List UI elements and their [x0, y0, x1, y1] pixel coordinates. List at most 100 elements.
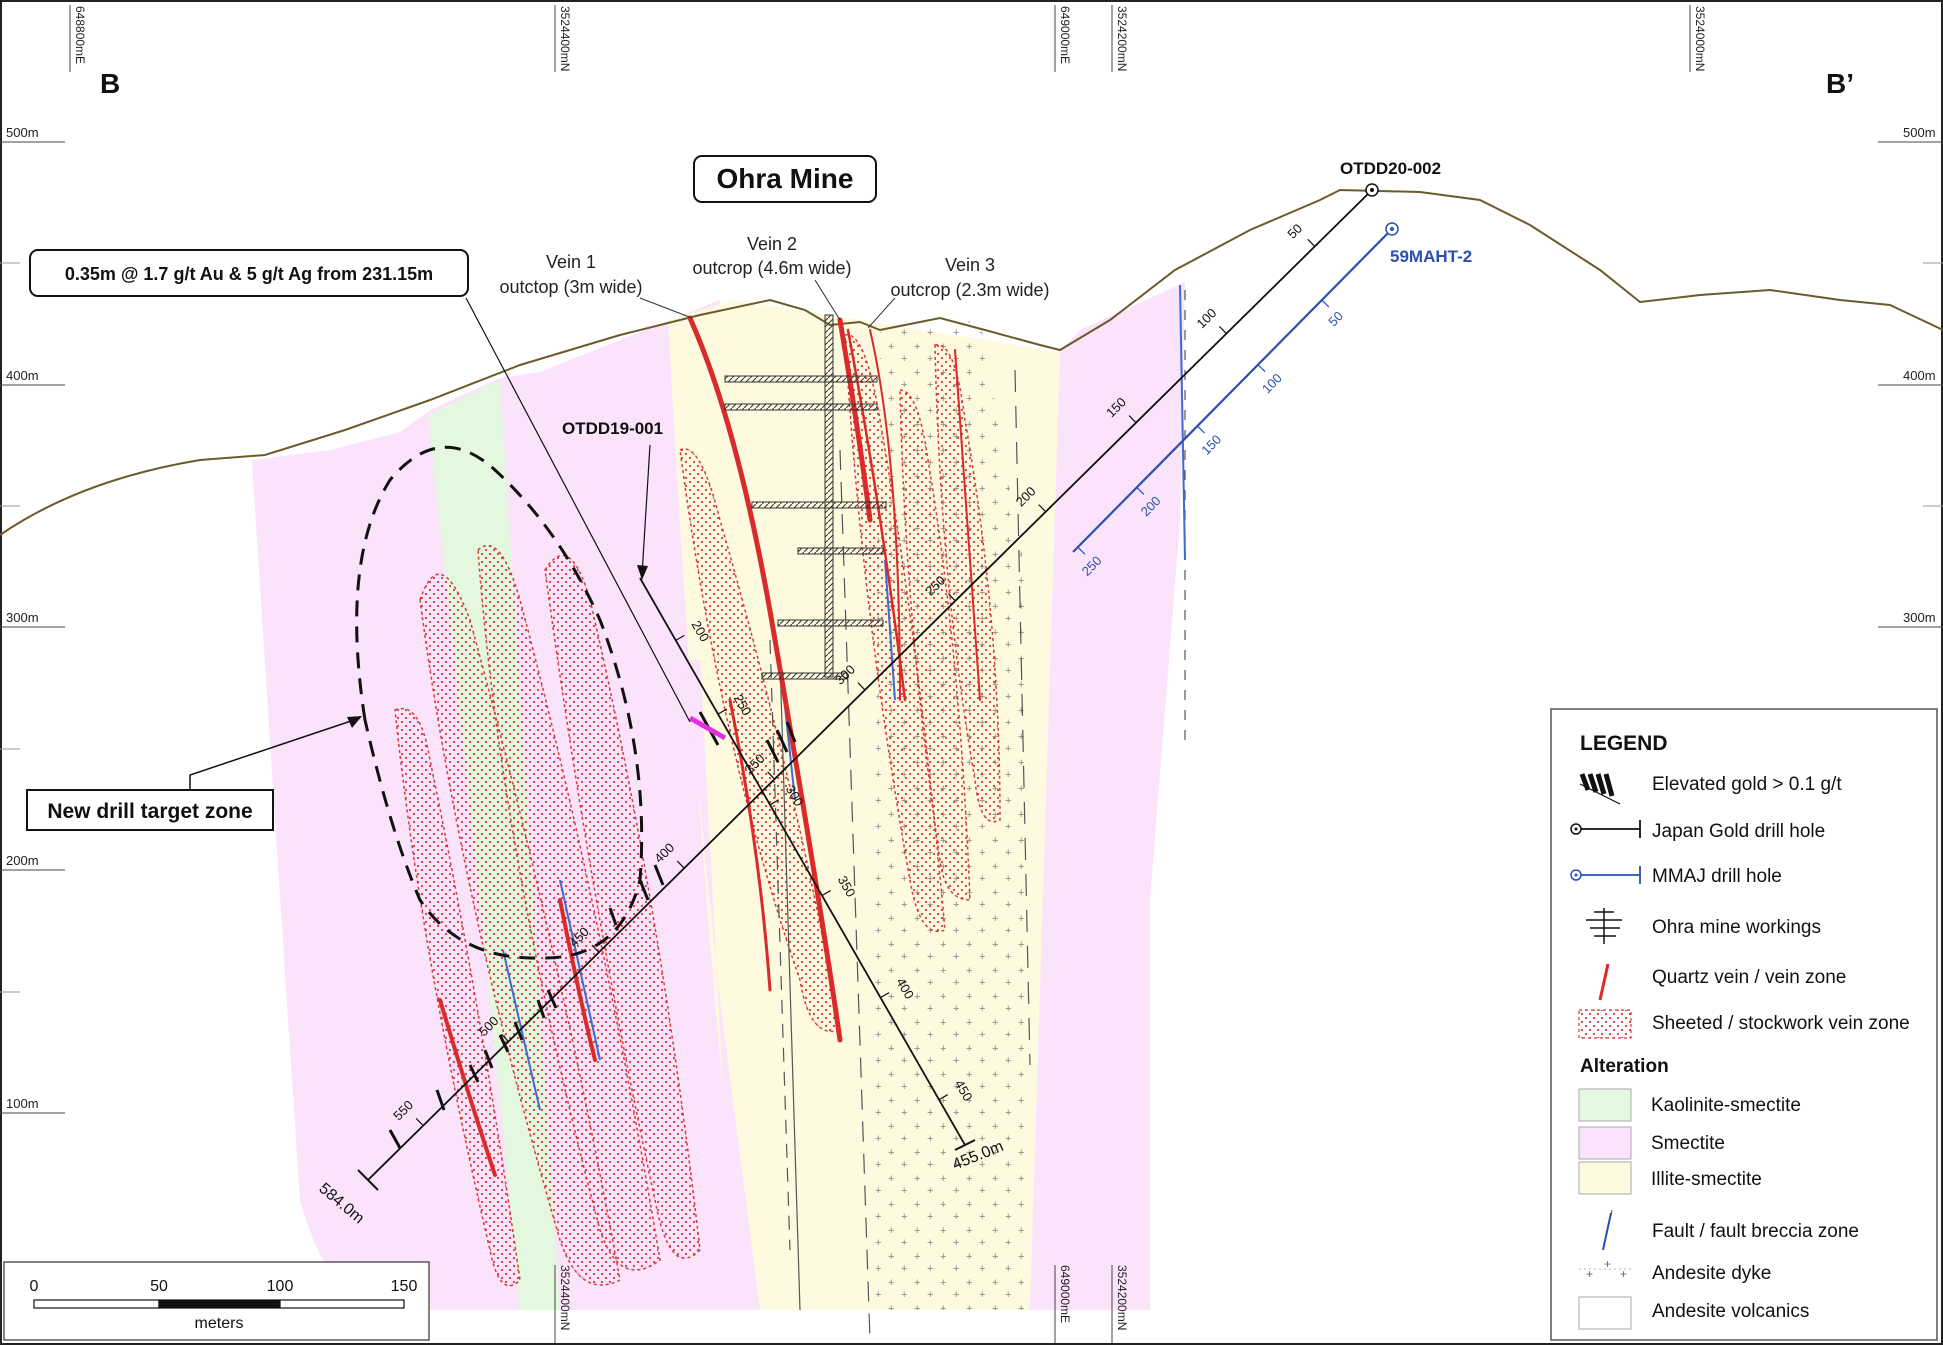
grid-bottom-label: 3524200mN [1115, 1265, 1129, 1330]
depth-tick [1196, 425, 1205, 434]
elevation-labels: 500m 500m 400m 400m 300m 300m 200m 100m [6, 125, 1936, 1111]
depth-tick [501, 1033, 509, 1042]
legend-title: LEGEND [1580, 732, 1668, 755]
elev-label-500-right: 500m [1903, 125, 1936, 140]
section-end-left: B [100, 68, 120, 99]
depth-label: 50 [1284, 221, 1305, 242]
depth-tick [821, 890, 831, 897]
vein-2 [837, 317, 873, 523]
svg-text:+: + [1586, 1267, 1593, 1281]
intercept-callout: 0.35m @ 1.7 g/t Au & 5 g/t Ag from 231.1… [29, 249, 691, 723]
vein-labels: Vein 1 outctop (3m wide) Vein 2 outcrop … [499, 234, 1050, 329]
stockwork-zone-6 [844, 334, 946, 933]
svg-text:+: + [1604, 1257, 1611, 1271]
kaolinite-swatch [1578, 1088, 1632, 1122]
depth-tick [1218, 326, 1227, 334]
smectite-zone-east [1030, 282, 1185, 1310]
quartz-veins [438, 315, 981, 1177]
new-drill-target-outline [355, 445, 644, 960]
legend-item-andesite-dyke: Andesite dyke [1652, 1263, 1771, 1284]
topography-profile [0, 188, 1943, 536]
vein-west-1 [438, 998, 497, 1177]
elev-label-300-left: 300m [6, 610, 39, 625]
title-box: Ohra Mine [693, 155, 877, 203]
elevation-gridlines [0, 141, 1943, 1114]
andesite-volcanics-swatch [1578, 1296, 1632, 1330]
depth-tick [1128, 415, 1137, 424]
stockwork-icon [1578, 1009, 1632, 1039]
smectite-zone-central [685, 660, 760, 1310]
legend-item-japan-gold-hole: Japan Gold drill hole [1652, 821, 1825, 842]
legend-item-stockwork: Sheeted / stockwork vein zone [1652, 1013, 1910, 1034]
depth-tick [1321, 299, 1330, 308]
grid-bottom-label: 649000mE [1058, 1265, 1072, 1323]
depth-tick [717, 708, 727, 715]
hole-otdd19-001-label: OTDD19-001 [562, 419, 663, 438]
vein-1-desc: outctop (3m wide) [499, 277, 642, 297]
depth-tick [857, 682, 866, 691]
stockwork-zone-5 [679, 448, 841, 1033]
depth-tick [1257, 364, 1266, 373]
legend-item-mine-workings: Ohra mine workings [1652, 917, 1821, 938]
section-end-right: B’ [1826, 68, 1854, 99]
elev-label-200-left: 200m [6, 853, 39, 868]
scale-tick-100: 100 [267, 1278, 294, 1295]
vein-3 [869, 329, 901, 701]
target-callout: New drill target zone [26, 716, 362, 831]
scale-unit: meters [195, 1315, 244, 1332]
stockwork-zone-2 [477, 544, 661, 1271]
vein-3-name: Vein 3 [945, 255, 995, 275]
andesite-dyke-icon: + + + [1579, 1257, 1631, 1281]
legend-item-quartz-vein: Quartz vein / vein zone [1652, 967, 1846, 988]
depth-tick [676, 860, 685, 869]
depth-label: 50 [1325, 308, 1346, 329]
scale-tick-0: 0 [30, 1278, 39, 1295]
scale-tick-50: 50 [150, 1278, 168, 1295]
depth-tick [591, 944, 600, 953]
vein-2-name: Vein 2 [747, 234, 797, 254]
legend: LEGEND Elevated gold > 0.1 g/t Japan Gol… [1550, 708, 1938, 1341]
vein-west-2 [558, 898, 597, 1062]
vein-1-name: Vein 1 [546, 252, 596, 272]
elev-label-100-left: 100m [6, 1096, 39, 1111]
illite-swatch [1578, 1161, 1632, 1195]
legend-item-elevated-gold: Elevated gold > 0.1 g/t [1652, 774, 1842, 795]
hole-59maht-2-label: 59MAHT-2 [1390, 247, 1472, 266]
elev-label-400-left: 400m [6, 368, 39, 383]
legend-alteration-smectite: Smectite [1651, 1133, 1725, 1154]
grid-top-label: 648800mE [73, 6, 87, 64]
stockwork-zone-3 [394, 707, 521, 1287]
legend-item-mmaj-hole: MMAJ drill hole [1652, 866, 1782, 887]
grid-ticks [69, 5, 1691, 1343]
legend-alteration-kaolinite: Kaolinite-smectite [1651, 1095, 1801, 1116]
smectite-swatch [1578, 1126, 1632, 1160]
depth-label: 150 [1198, 432, 1224, 458]
svg-text:+: + [1620, 1267, 1627, 1281]
depth-tick [1136, 486, 1145, 495]
ohra-mine-workings [724, 314, 887, 680]
vein-2-desc: outcrop (4.6m wide) [692, 258, 851, 278]
depth-tick [415, 1118, 424, 1126]
mine-workings-icon [1586, 908, 1622, 944]
depth-tick [1077, 546, 1086, 555]
legend-alteration-title: Alteration [1580, 1056, 1669, 1077]
vein-mid [728, 698, 772, 992]
depth-tick [880, 992, 890, 999]
elevation-ticks-minor [0, 262, 1943, 993]
intercept-callout-text: 0.35m @ 1.7 g/t Au & 5 g/t Ag from 231.1… [65, 264, 433, 284]
vein-1 [687, 315, 843, 1043]
fault-icon [1602, 1209, 1613, 1251]
japan-gold-drillhole-icon [1570, 820, 1641, 838]
scale-bar: 0 50 100 150 meters [3, 1261, 430, 1341]
legend-item-andesite-volcanics: Andesite volcanics [1652, 1301, 1809, 1322]
stockwork-zones [394, 334, 1001, 1287]
depth-label: 100 [1193, 305, 1219, 331]
elev-label-400-right: 400m [1903, 368, 1936, 383]
stockwork-zone-8 [934, 344, 1001, 823]
grid-top-label: 649000mE [1058, 6, 1072, 64]
depth-tick [767, 771, 776, 780]
